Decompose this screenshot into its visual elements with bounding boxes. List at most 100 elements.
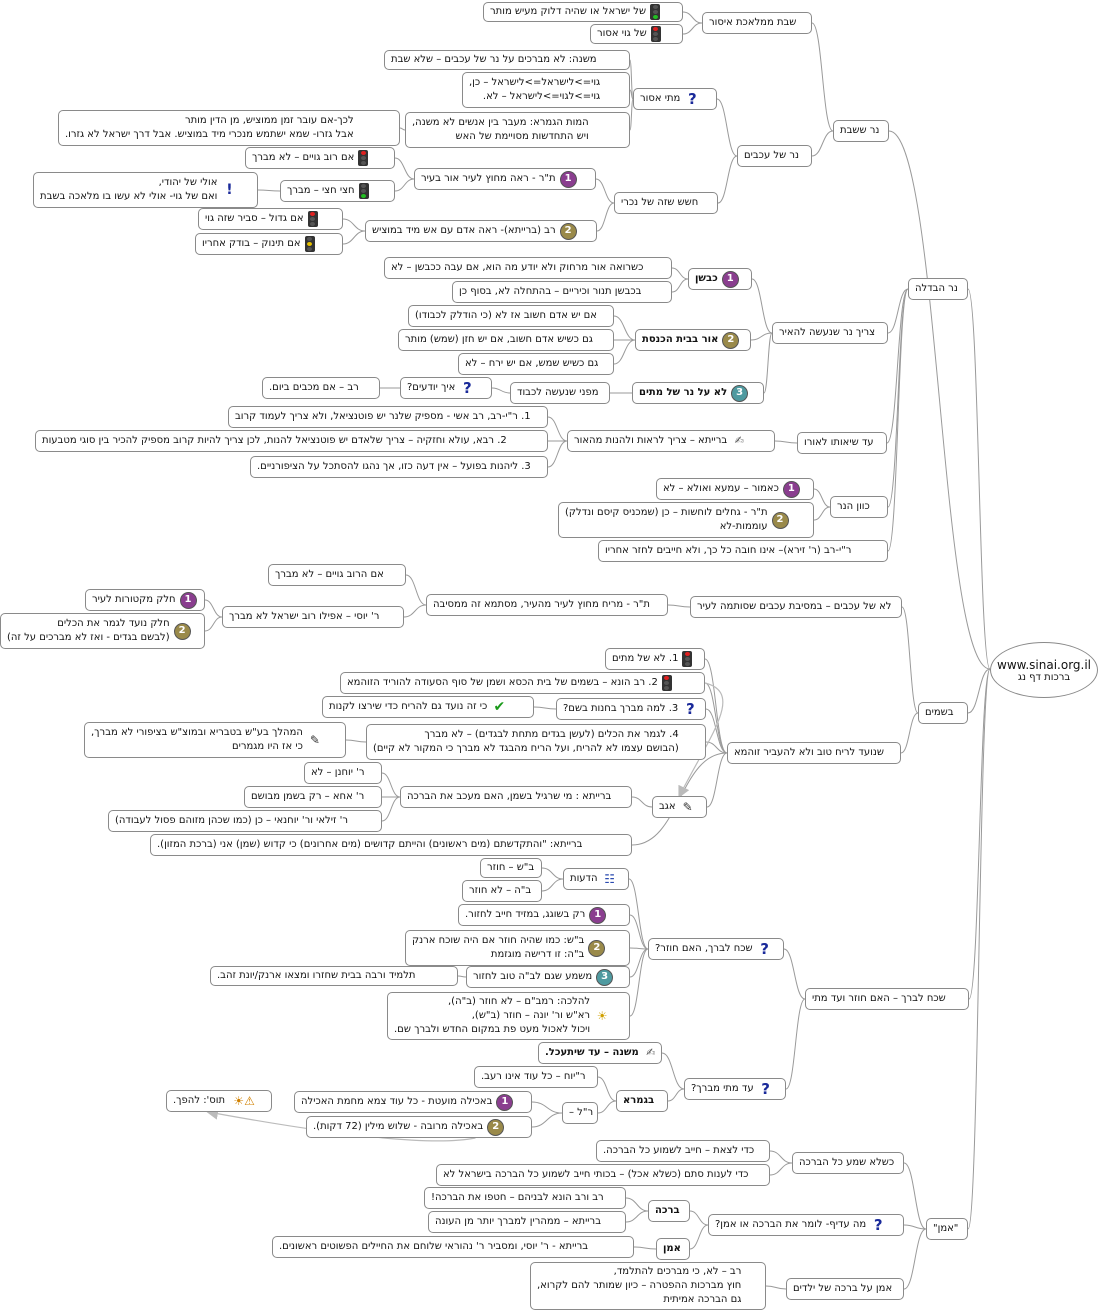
topic-node[interactable]: תלמיד ורבה בבית שחזרו ומצאו ארנק/יונת זה…	[210, 966, 458, 986]
topic-node[interactable]: ?3. למה מברך בחנות בשם?	[556, 698, 706, 720]
topic-node[interactable]: ?שכח לברך, האם חוזר?	[648, 938, 784, 960]
topic-node[interactable]: גם כשיש אדם חשוב, אם יש חזן (שמש) מותר	[398, 329, 614, 351]
topic-node[interactable]: צריך נר שנעשה להאיר	[772, 322, 888, 344]
topic-line: ויש התחדשות מסויימת של האש	[455, 131, 589, 142]
topic-node[interactable]: שבת ממלאכת איסור	[702, 12, 812, 34]
topic-node[interactable]: כשלא שמע כל הברכה	[792, 1152, 904, 1174]
topic-node[interactable]: ✎אגב	[652, 796, 707, 818]
topic-node[interactable]: ☀להלכה: רמב"ם – לא חוזר (ב"ה),רא"ש ור' י…	[387, 992, 630, 1040]
topic-node[interactable]: ?עד מתי מברך?	[684, 1078, 786, 1100]
topic-node[interactable]: בגמרא	[616, 1090, 668, 1112]
topic-node[interactable]: אמן על ברכה של ילדים	[786, 1278, 904, 1300]
topic-node[interactable]: חשש שזה של נכרי	[614, 192, 718, 214]
root-node[interactable]: www.sinai.org.il ברכות דף נג	[990, 642, 1098, 698]
topic-node[interactable]: ✍ברייתא – צריך לראות ולהנות מהאור	[567, 430, 775, 452]
topic-node[interactable]: כדי לענות סתם (כשלא אכל) – בכותי חייב לש…	[436, 1164, 770, 1186]
topic-node[interactable]: ר' יוסי – אפילו רוב ישראל לא מברך	[222, 606, 404, 628]
topic-node[interactable]: ברייתא – ממהרין למברך יותר מן העונה	[428, 1211, 626, 1233]
topic-node[interactable]: חצי חצי – מברך	[280, 180, 395, 202]
topic-node[interactable]: ר"ל –	[562, 1102, 598, 1124]
topic-node[interactable]: ☷הדעות	[563, 868, 629, 890]
topic-node[interactable]: ✎המהלך בע"ש בטבריא ובמוצ"ש בציפורי לא מב…	[84, 722, 346, 758]
topic-node[interactable]: ?מה עדיף- לומר את הברכה או אמן?	[708, 1214, 904, 1236]
topic-node[interactable]: של ישראל או שהיה דלוק מעיש מותר	[483, 2, 683, 22]
topic-node[interactable]: משנה: לא מברכים על נר של עכבים – שלא שבת	[384, 50, 630, 70]
topic-text: חצי חצי – מברך	[287, 185, 355, 196]
topic-node[interactable]: כשרואה אור מרחוק ולא יודע מה הוא, אם עבה…	[384, 257, 672, 279]
topic-text: צריך נר שנעשה להאיר	[779, 327, 876, 338]
topic-node[interactable]: כדי לצאת – חייב לשמוע כל הברכה.	[596, 1140, 770, 1162]
topic-node[interactable]: רב – אם מכבים ביום.	[262, 377, 380, 399]
topic-node[interactable]: אם רוב גויים – לא מברך	[245, 147, 395, 169]
topic-node[interactable]: 4. לגמר את הכלים (לעשן בגדים מתחת לבגדים…	[366, 724, 706, 760]
topic-node[interactable]: "אמן"	[926, 1218, 968, 1240]
topic-node[interactable]: ?מתי אסור	[633, 88, 717, 110]
topic-text: עד מתי מברך?	[691, 1083, 754, 1094]
topic-node[interactable]: גוי=>לישראל=>לישראל – כן,גוי=>לגוי=>לישר…	[462, 72, 630, 108]
topic-node[interactable]: ר"יוח – כל עוד אינו רעב.	[474, 1066, 598, 1088]
topic-node[interactable]: ברייתא - ר' יוסי, ומסביר ר' נהוראי שלוחם…	[272, 1236, 634, 1258]
topic-node[interactable]: ר' יוחנן – לא	[304, 762, 382, 784]
topic-text: עד שיאותו לאורו	[804, 437, 874, 448]
topic-node[interactable]: נר ששבת	[833, 120, 889, 142]
topic-node[interactable]: בכבשן תנור וכיריים – בהתחלה לא, בסוף כן	[452, 281, 672, 303]
topic-node[interactable]: ר"י-רב (ר' זירא)– אינו חובה כל כך, ולא ח…	[598, 540, 888, 562]
topic-node[interactable]: אם הרוב גויים – לא מברך	[268, 564, 406, 586]
topic-node[interactable]: אם תינוק – בודק אחריו	[195, 233, 343, 255]
topic-node[interactable]: אם גדול – סביר שזה גוי	[198, 208, 343, 230]
topic-node[interactable]: מפני שנעשה לכבוד	[510, 382, 610, 404]
topic-node[interactable]: אמן	[656, 1238, 690, 1260]
connector-line	[491, 387, 511, 394]
topic-node[interactable]: ברכה	[648, 1200, 690, 1222]
topic-node[interactable]: אם יש אדם חשוב אז לא (כי הודלק לכבודו)	[408, 305, 614, 327]
topic-node[interactable]: שנועד לריח טוב ולא להעביר זוהמא	[727, 742, 901, 764]
topic-node[interactable]: לא של עכבים – במסיבת עכבים שסותמה לעיר	[690, 596, 902, 618]
topic-node[interactable]: ברייתא: "והתקדשתם (מים ראשונים) והייתם ק…	[150, 834, 632, 856]
topic-node[interactable]: שכח לברך – האם חוזר ועד מתי	[805, 988, 969, 1010]
topic-node[interactable]: 2. רב הונא – בשמים של בית הכסא ושמן של ס…	[340, 672, 705, 694]
topic-node[interactable]: 1. לא של מתים	[605, 648, 705, 670]
topic-node[interactable]: רב ורב הונא לבניהם – חטפו את הברכה!	[424, 1187, 626, 1209]
topic-node[interactable]: המות הגמרא: מעבר בין אנשים לא משנה,ויש ה…	[405, 112, 630, 148]
topic-node[interactable]: !אולי של יהודי,ואם של גוי- אולי לא עשו ב…	[33, 172, 258, 208]
topic-node[interactable]: ⚠☀תוס': להפך.	[166, 1090, 272, 1112]
topic-node[interactable]: 2. רבא, עולא וחזקיה – צריך שלאדם יש פוטנ…	[35, 430, 548, 452]
topic-node[interactable]: ?איך יודעים?	[400, 377, 492, 399]
topic-node[interactable]: כוון הנר	[830, 496, 888, 518]
topic-node[interactable]: גם כשיש שמש, אם יש ירח – לא	[458, 353, 614, 375]
topic-node[interactable]: ת"ר - מריח מחוץ לעיר מהעיר, מסתמא זה ממס…	[426, 594, 668, 616]
topic-node[interactable]: של גוי אסור	[590, 24, 683, 44]
topic-node[interactable]: נר הבדלה	[908, 278, 968, 300]
topic-text: מה עדיף- לומר את הברכה או אמן?	[715, 1219, 867, 1230]
topic-node[interactable]: ר' אחא – רק בשמן מבושם	[244, 786, 382, 808]
topic-node[interactable]: 1. ר"י-רב, רב אשי - מספיק שלנר יש פוטנצי…	[228, 406, 548, 428]
topic-node[interactable]: ב"ה – לא חוזר	[462, 880, 542, 902]
topic-text: ר' זילאי ור' יוחנאי – כן (כמו שכהן מזוהם…	[115, 815, 349, 826]
topic-text: 3. למה מברך בחנות בשם?	[563, 703, 679, 714]
topic-node[interactable]: נר של עכבים	[737, 145, 812, 167]
topic-node[interactable]: בשמים	[918, 702, 968, 724]
topic-node[interactable]: ✔כי זה נועד גם להריח כדי שירצו לקנות	[322, 696, 534, 718]
topic-node[interactable]: ב"ש – חוזר	[480, 858, 542, 878]
topic-node[interactable]: ברייתא : מי שרגיל בשמן, האם מעכב את הברכ…	[400, 786, 632, 808]
topic-node[interactable]: רב – לא, כי מברכים להתלמד,חוץ מברכות ההפ…	[530, 1262, 766, 1310]
topic-node[interactable]: עד שיאותו לאורו	[797, 432, 887, 454]
topic-node[interactable]: ר' זילאי ור' יוחנאי – כן (כמו שכהן מזוהם…	[108, 810, 382, 832]
topic-node[interactable]: ✍משנה – עד שיתעכל.	[538, 1042, 662, 1064]
topic-node[interactable]: 3. ליהנות בפועל – אין דעה כזו, אך נהגו ל…	[250, 456, 548, 478]
